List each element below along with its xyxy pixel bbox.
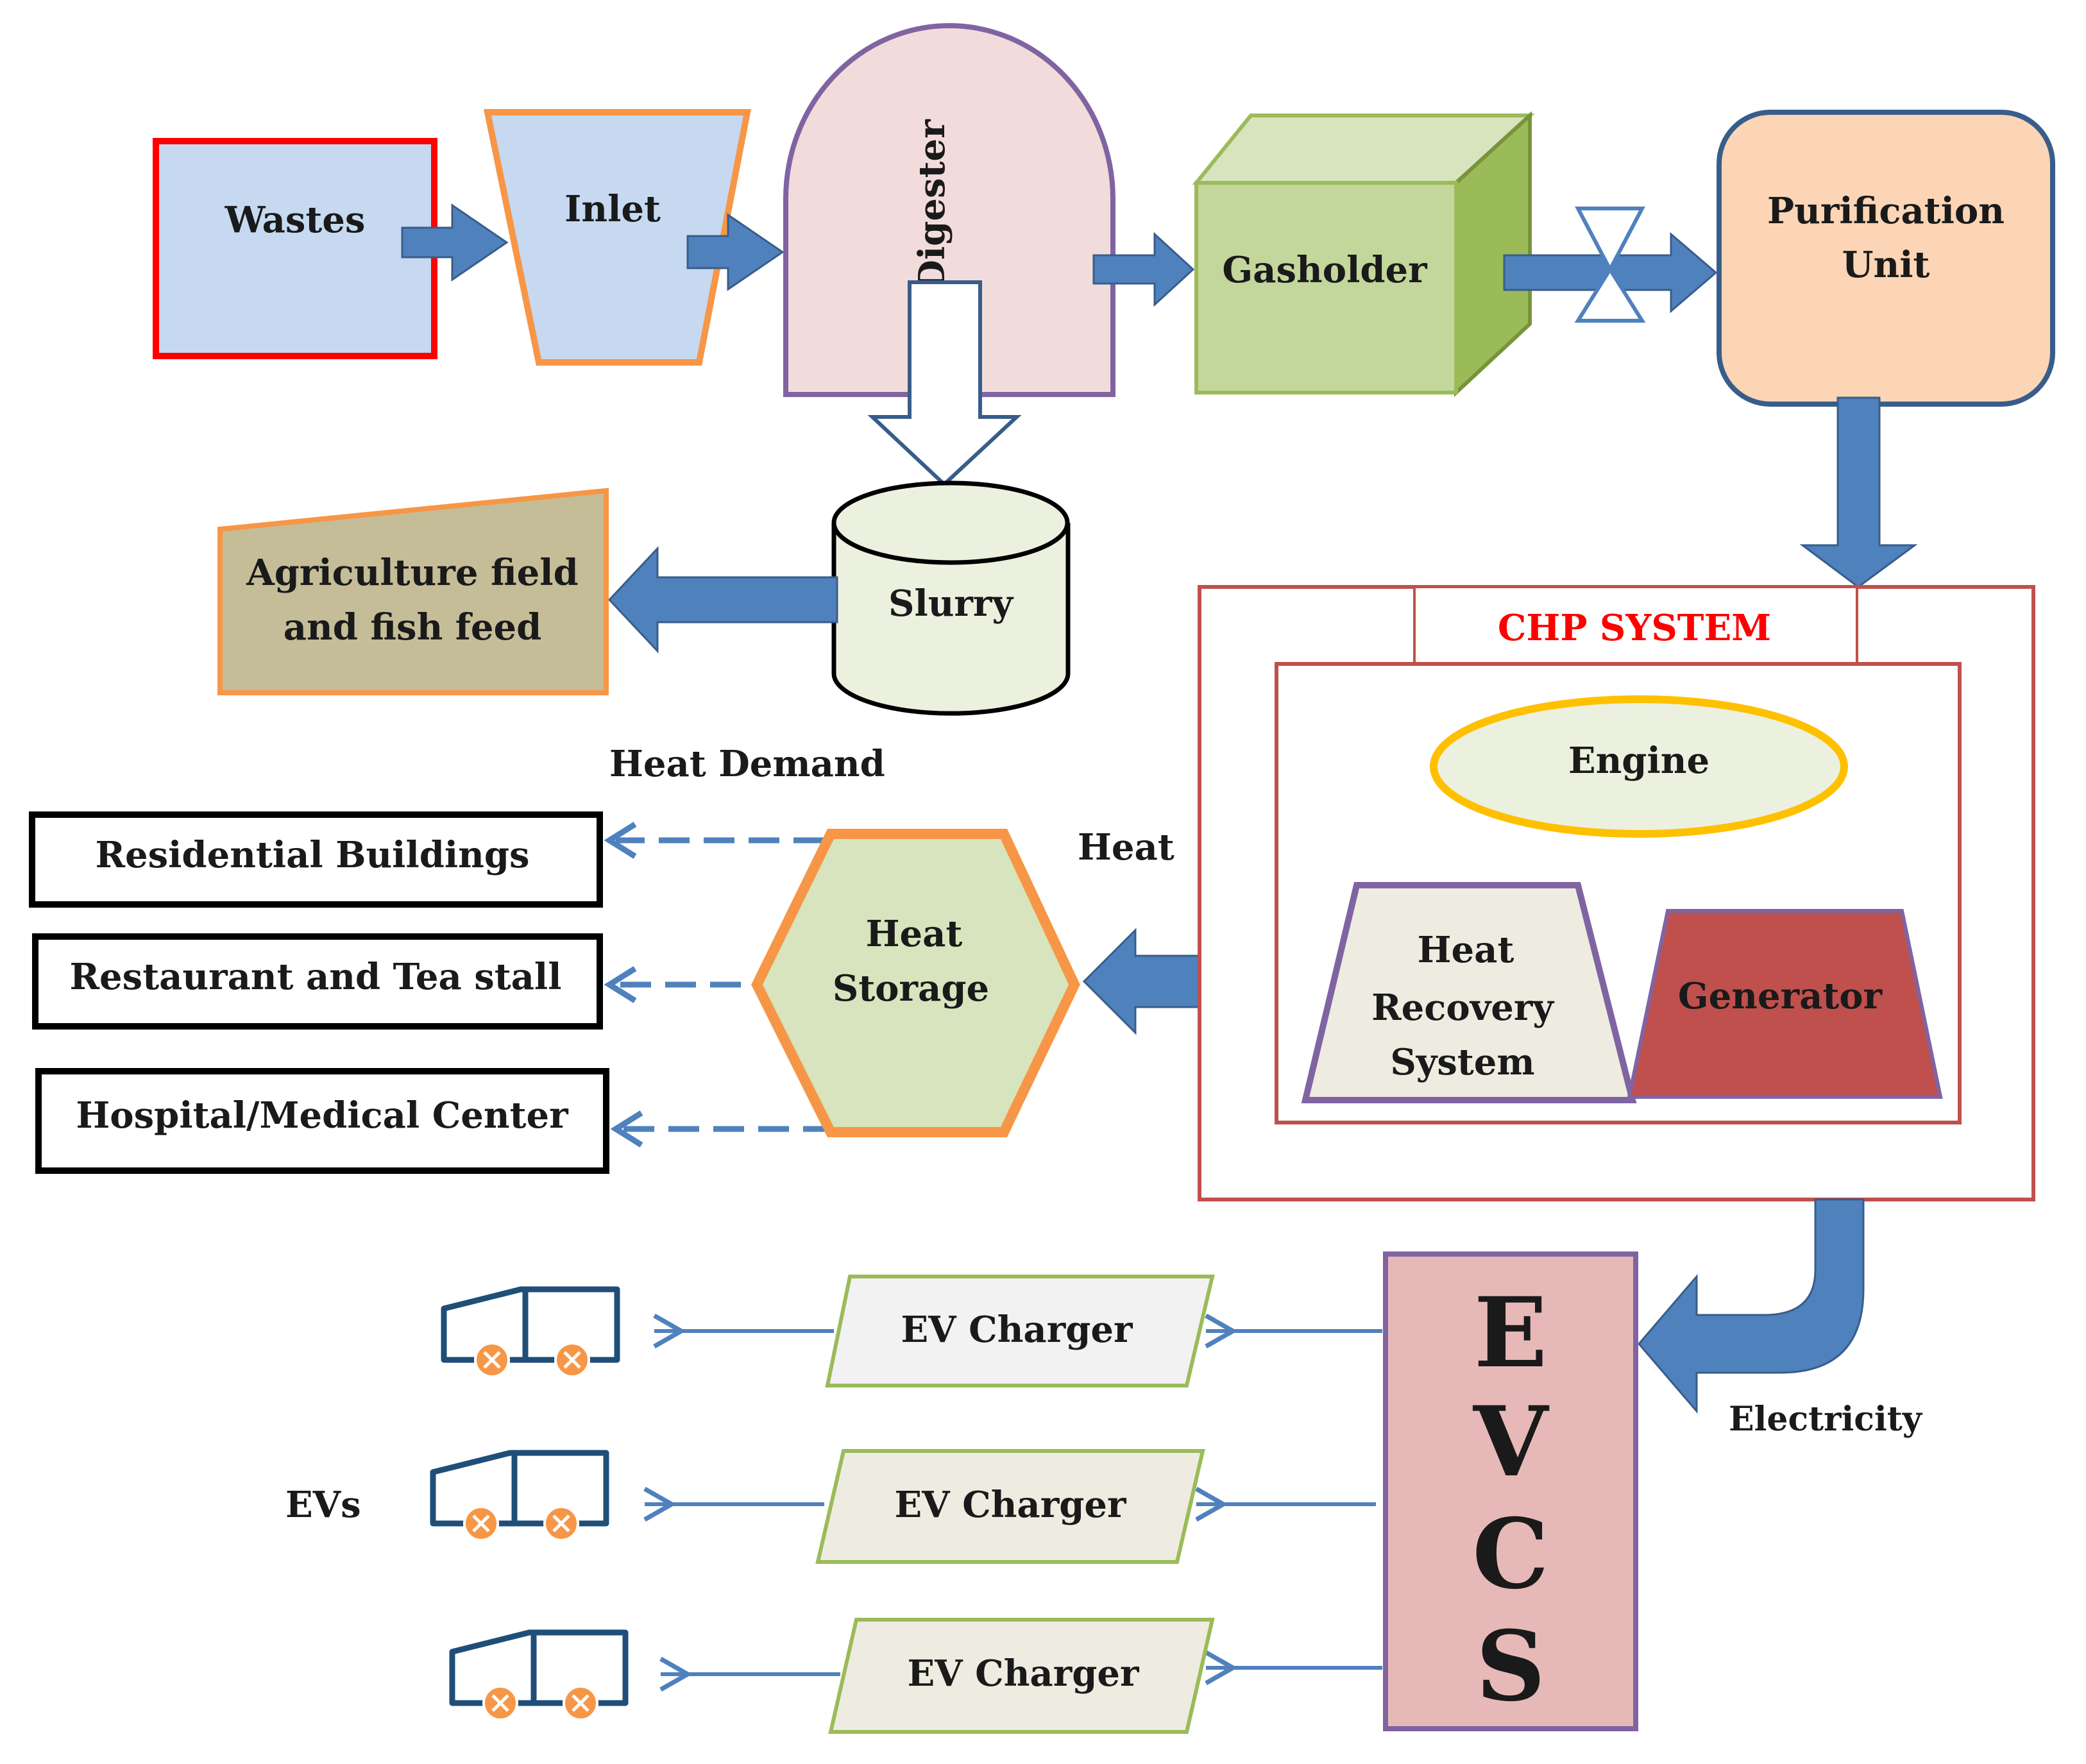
- engine: Engine: [1430, 695, 1848, 838]
- inlet-label: Inlet: [564, 188, 661, 230]
- gasholder: Gasholder: [1192, 111, 1535, 397]
- electricity-label: Electricity: [1729, 1400, 1923, 1439]
- agriculture-field-box: Agriculture field and fish feed: [217, 488, 609, 695]
- chp-system-title: CHP SYSTEM: [1498, 607, 1771, 649]
- evcs-charger-arrows: [1196, 1331, 1382, 1668]
- digester: Digester: [783, 23, 1115, 488]
- electric-vehicle-icon: [449, 1629, 629, 1721]
- arrow-purification-chp: [1799, 396, 1918, 588]
- heat-storage-label-1: Heat: [866, 913, 963, 955]
- consumer-label: Hospital/Medical Center: [76, 1094, 569, 1137]
- consumer-label: Residential Buildings: [95, 834, 529, 876]
- arrow-slurry-agriculture: [607, 546, 838, 654]
- evcs-letter: C: [1472, 1498, 1548, 1611]
- ev-charger-label: EV Charger: [895, 1484, 1127, 1526]
- heat-storage-label-2: Storage: [833, 967, 989, 1010]
- purification-unit: Purification Unit: [1717, 110, 2055, 407]
- evcs-letter: V: [1473, 1386, 1550, 1498]
- engine-label: Engine: [1568, 740, 1709, 782]
- consumer-restaurant: Restaurant and Tea stall: [32, 933, 603, 1030]
- ev-charger-label: EV Charger: [901, 1309, 1133, 1351]
- evcs-letter: S: [1476, 1610, 1545, 1723]
- evcs-station: E V C S: [1383, 1251, 1638, 1731]
- ev-charger-1: EV Charger: [825, 1275, 1215, 1387]
- arrow-digester-gasholder: [1092, 232, 1195, 307]
- agriculture-label-1: Agriculture field: [246, 552, 578, 594]
- heat-label: Heat: [1078, 826, 1174, 869]
- heat-storage: Heat Storage: [751, 829, 1080, 1137]
- ev-charger-label: EV Charger: [908, 1652, 1140, 1695]
- slurry-label: Slurry: [888, 582, 1013, 625]
- valve-icon: [1574, 207, 1646, 323]
- purification-label-2: Unit: [1842, 244, 1930, 286]
- arrow-chp-evcs: [1638, 1198, 1865, 1414]
- heat-recovery-label-3: System: [1390, 1041, 1534, 1083]
- heat-demand-label: Heat Demand: [609, 743, 885, 785]
- wastes-box: Wastes: [153, 138, 437, 359]
- chp-system: CHP SYSTEM: [1198, 585, 2035, 1201]
- ev-charger-3: EV Charger: [828, 1618, 1215, 1734]
- wastes-label: Wastes: [225, 199, 366, 241]
- consumer-hospital: Hospital/Medical Center: [35, 1068, 609, 1174]
- agriculture-label-2: and fish feed: [284, 606, 542, 649]
- consumer-residential: Residential Buildings: [29, 811, 603, 908]
- generator: Generator: [1627, 909, 1943, 1099]
- heat-recovery-label-2: Recovery: [1371, 987, 1554, 1029]
- arrow-chp-heat-storage: [1082, 928, 1201, 1035]
- electric-vehicle-icon: [430, 1450, 609, 1541]
- inlet-box: Inlet: [483, 109, 752, 366]
- heat-recovery-system: Heat Recovery System: [1301, 882, 1637, 1103]
- charger-ev-arrows: [645, 1331, 840, 1674]
- arrow-inlet-digester: [686, 213, 784, 291]
- evcs-letter: E: [1474, 1276, 1547, 1389]
- digester-label: Digester: [911, 119, 953, 291]
- evs-label: EVs: [285, 1484, 361, 1526]
- slurry-tank: Slurry: [831, 480, 1071, 716]
- gasholder-label: Gasholder: [1222, 249, 1428, 291]
- purification-label-1: Purification: [1767, 190, 2005, 232]
- heat-recovery-label-1: Heat: [1418, 929, 1514, 971]
- electric-vehicle-icon: [441, 1286, 620, 1378]
- generator-label: Generator: [1678, 975, 1883, 1017]
- arrow-digester-slurry: [867, 280, 1022, 488]
- arrow-wastes-inlet: [401, 203, 509, 282]
- consumer-label: Restaurant and Tea stall: [70, 956, 562, 998]
- ev-charger-2: EV Charger: [815, 1449, 1205, 1564]
